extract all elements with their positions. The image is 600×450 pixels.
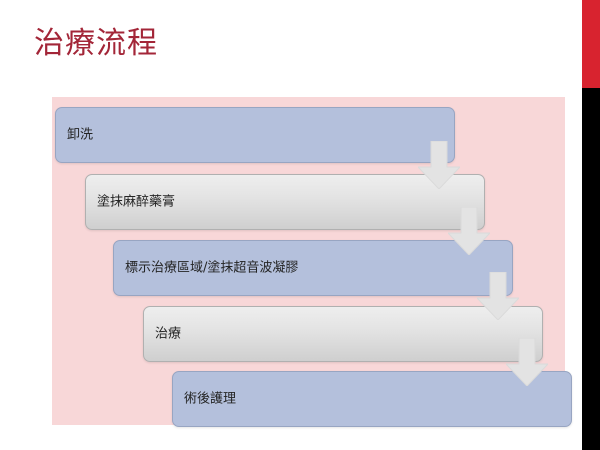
down-arrow-icon — [448, 207, 490, 255]
down-arrow-icon — [477, 272, 519, 320]
flow-step-1[interactable]: 卸洗 — [55, 107, 455, 163]
right-edge-gap — [578, 0, 582, 450]
right-edge-red-bar — [582, 0, 600, 88]
down-arrow-icon — [506, 338, 548, 386]
right-edge-black-bar — [582, 88, 600, 450]
flow-step-3-label: 標示治療區域/塗抹超音波凝膠 — [125, 260, 299, 276]
flow-step-2[interactable]: 塗抹麻醉藥膏 — [85, 174, 485, 230]
flow-step-2-label: 塗抹麻醉藥膏 — [97, 194, 176, 210]
flow-step-5-label: 術後護理 — [184, 391, 237, 407]
down-arrow-icon — [418, 141, 460, 189]
flow-step-1-label: 卸洗 — [67, 127, 94, 143]
flow-step-3[interactable]: 標示治療區域/塗抹超音波凝膠 — [113, 240, 513, 296]
flow-step-5[interactable]: 術後護理 — [172, 371, 572, 427]
flow-step-4-label: 治療 — [155, 326, 182, 342]
flow-step-4[interactable]: 治療 — [143, 306, 543, 362]
page-title: 治療流程 — [34, 26, 158, 61]
